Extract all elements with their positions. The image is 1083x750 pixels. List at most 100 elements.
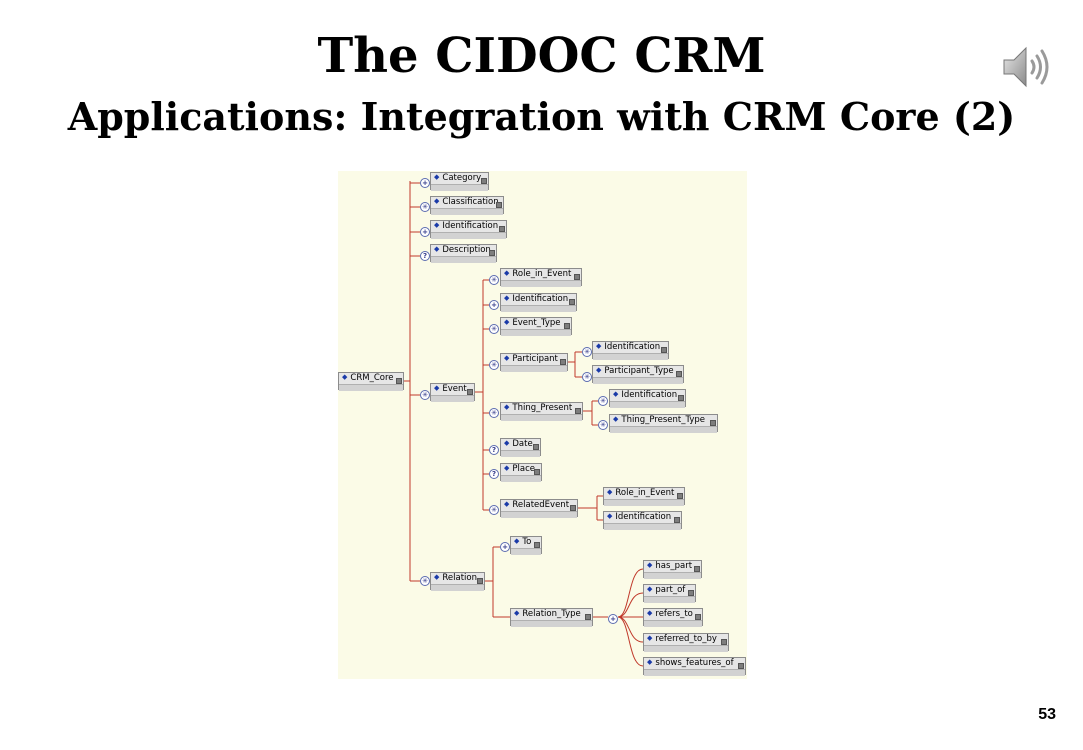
element-diamond-icon: ◆ [504,500,510,508]
optional-compositor-icon: + [500,542,510,552]
expand-icon[interactable] [534,469,540,475]
repeat-compositor-icon: ✳ [598,396,608,406]
element-diamond-icon: ◆ [434,573,440,581]
expand-icon[interactable] [721,639,727,645]
connector-curve [617,592,644,618]
node-relation[interactable]: ◆Relation [430,572,485,591]
repeat-compositor-icon: ✳ [489,505,499,515]
repeat-compositor-icon: ✳ [582,347,592,357]
element-diamond-icon: ◆ [504,354,510,362]
expand-icon[interactable] [477,578,483,584]
node-thing-present-type[interactable]: ◆Thing_Present_Type [609,414,718,433]
expand-icon[interactable] [676,371,682,377]
element-diamond-icon: ◆ [342,373,348,381]
element-diamond-icon: ◆ [607,488,613,496]
optional-question-icon: ? [420,251,430,261]
optional-compositor-icon: + [489,300,499,310]
node-refers-to[interactable]: ◆refers_to [643,608,703,627]
expand-icon[interactable] [674,517,680,523]
optional-compositor-icon: + [608,614,618,624]
expand-icon[interactable] [677,493,683,499]
repeat-compositor-icon: ✳ [489,408,499,418]
node-place[interactable]: ◆Place [500,463,542,482]
expand-icon[interactable] [396,378,402,384]
expand-icon[interactable] [489,250,495,256]
expand-icon[interactable] [738,663,744,669]
repeat-compositor-icon: ✳ [582,372,592,382]
node-related-role-in-event[interactable]: ◆Role_in_Event [603,487,685,506]
node-referred-to-by[interactable]: ◆referred_to_by [643,633,729,652]
node-relation-type[interactable]: ◆Relation_Type [510,608,593,627]
expand-icon[interactable] [585,614,591,620]
node-event-identification[interactable]: ◆Identification [500,293,577,312]
expand-icon[interactable] [695,614,701,620]
expand-icon[interactable] [570,505,576,511]
expand-icon[interactable] [710,420,716,426]
optional-question-icon: ? [489,445,499,455]
expand-icon[interactable] [533,444,539,450]
element-diamond-icon: ◆ [504,403,510,411]
node-thing-identification[interactable]: ◆Identification [609,389,686,408]
node-related-identification[interactable]: ◆Identification [603,511,682,530]
element-diamond-icon: ◆ [647,609,653,617]
element-diamond-icon: ◆ [596,342,602,350]
repeat-compositor-icon: ✳ [489,275,499,285]
expand-icon[interactable] [694,566,700,572]
element-diamond-icon: ◆ [647,634,653,642]
expand-icon[interactable] [661,347,667,353]
repeat-compositor-icon: ✳ [598,420,608,430]
connector-curve [617,616,644,667]
expand-icon[interactable] [575,408,581,414]
element-diamond-icon: ◆ [504,464,510,472]
node-part-of[interactable]: ◆part_of [643,584,696,603]
repeat-compositor-icon: ✳ [489,324,499,334]
optional-question-icon: ? [489,469,499,479]
expand-icon[interactable] [467,389,473,395]
optional-compositor-icon: + [420,178,430,188]
expand-icon[interactable] [564,323,570,329]
node-date[interactable]: ◆Date [500,438,541,457]
node-shows-features-of[interactable]: ◆shows_features_of [643,657,746,676]
element-diamond-icon: ◆ [596,366,602,374]
repeat-compositor-icon: ✳ [420,576,430,586]
expand-icon[interactable] [499,226,505,232]
element-diamond-icon: ◆ [504,294,510,302]
node-thing-present[interactable]: ◆Thing_Present [500,402,583,421]
element-diamond-icon: ◆ [607,512,613,520]
expand-icon[interactable] [534,542,540,548]
element-diamond-icon: ◆ [647,658,653,666]
node-has-part[interactable]: ◆has_part [643,560,702,579]
expand-icon[interactable] [574,274,580,280]
element-diamond-icon: ◆ [613,390,619,398]
node-category[interactable]: ◆Category [430,172,489,191]
node-classification[interactable]: ◆Classification [430,196,504,215]
expand-icon[interactable] [678,395,684,401]
expand-icon[interactable] [688,590,694,596]
element-diamond-icon: ◆ [434,197,440,205]
node-participant[interactable]: ◆Participant [500,353,568,372]
node-role-in-event[interactable]: ◆Role_in_Event [500,268,582,287]
node-to[interactable]: ◆To [510,536,542,555]
element-diamond-icon: ◆ [504,318,510,326]
repeat-compositor-icon: ✳ [420,202,430,212]
expand-icon[interactable] [496,202,502,208]
node-participant-identification[interactable]: ◆Identification [592,341,669,360]
node-event-type[interactable]: ◆Event_Type [500,317,572,336]
node-participant-type[interactable]: ◆Participant_Type [592,365,684,384]
element-diamond-icon: ◆ [514,537,520,545]
expand-icon[interactable] [560,359,566,365]
node-related-event[interactable]: ◆RelatedEvent [500,499,578,518]
node-identification[interactable]: ◆Identification [430,220,507,239]
node-description[interactable]: ◆Description [430,244,497,263]
repeat-compositor-icon: ✳ [489,360,499,370]
element-diamond-icon: ◆ [434,173,440,181]
slide-title: The CIDOC CRM [317,28,766,84]
element-diamond-icon: ◆ [434,384,440,392]
connector-curve [617,568,644,618]
speaker-icon[interactable] [1000,42,1056,92]
node-event[interactable]: ◆Event [430,383,475,402]
expand-icon[interactable] [481,178,487,184]
element-diamond-icon: ◆ [613,415,619,423]
expand-icon[interactable] [569,299,575,305]
node-crm-core[interactable]: ◆CRM_Core [338,372,404,391]
